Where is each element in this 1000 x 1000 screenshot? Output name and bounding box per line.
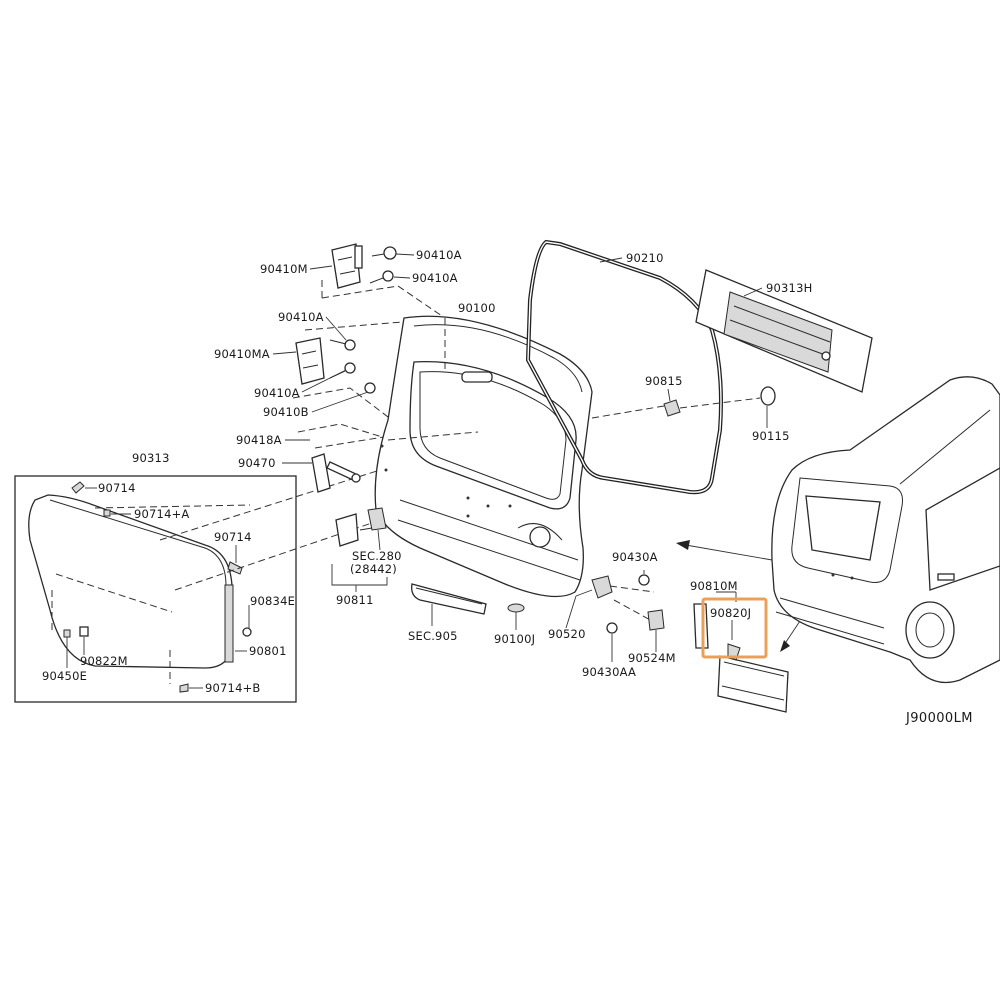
striker-area [575, 570, 665, 662]
lower-garnish [693, 591, 789, 713]
label-90418A: 90418A [236, 433, 282, 447]
label-90822M: 90822M [80, 654, 128, 668]
diagram-code: J90000LM [905, 711, 973, 726]
label-90100: 90100 [458, 301, 496, 315]
gas-strut [297, 423, 393, 493]
label-90430AA: 90430AA [582, 665, 636, 679]
label-90430A: 90430A [612, 550, 658, 564]
label-90410B: 90410B [263, 405, 309, 419]
label-sec905: SEC.905 [408, 629, 458, 643]
spoiler-inset [14, 475, 297, 703]
label-90810M: 90810M [690, 579, 738, 593]
label-90801: 90801 [249, 644, 287, 658]
label-90520: 90520 [548, 627, 586, 641]
label-90820J: 90820J [710, 606, 751, 620]
label-sec280: SEC.280 [352, 549, 402, 563]
upper-garnish [695, 269, 873, 393]
label-90714A: 90714+A [134, 507, 190, 521]
door-handle [411, 583, 487, 626]
label-90410A-4: 90410A [254, 386, 300, 400]
label-90115: 90115 [752, 429, 790, 443]
label-90714-1: 90714 [98, 481, 136, 495]
label-90313H: 90313H [766, 281, 812, 295]
back-door-panel [374, 315, 593, 598]
label-sec280-sub: (28442) [350, 562, 397, 576]
latch-assembly [331, 507, 388, 592]
label-90470: 90470 [238, 456, 276, 470]
label-90811: 90811 [336, 593, 374, 607]
label-90410M: 90410M [260, 262, 308, 276]
bumper-rubber [591, 386, 776, 419]
label-90410A-2: 90410A [412, 271, 458, 285]
label-90410MA: 90410MA [214, 347, 270, 361]
part-labels: 90410M 90410A 90410A 90410A 90410MA 9041… [42, 248, 973, 726]
label-90100J: 90100J [494, 632, 535, 646]
label-90524M: 90524M [628, 651, 676, 665]
vehicle [771, 376, 1000, 684]
label-90815: 90815 [645, 374, 683, 388]
label-90210: 90210 [626, 251, 664, 265]
label-90410A-1: 90410A [416, 248, 462, 262]
grommet [507, 603, 525, 613]
label-90714-2: 90714 [214, 530, 252, 544]
highlight-box[interactable] [701, 597, 768, 659]
label-90714B: 90714+B [205, 681, 261, 695]
label-90450E: 90450E [42, 669, 87, 683]
label-90313: 90313 [132, 451, 170, 465]
hinge-upper [321, 243, 446, 319]
hinge-lower [292, 321, 403, 421]
label-90834E: 90834E [250, 594, 295, 608]
label-90410A-3: 90410A [278, 310, 324, 324]
